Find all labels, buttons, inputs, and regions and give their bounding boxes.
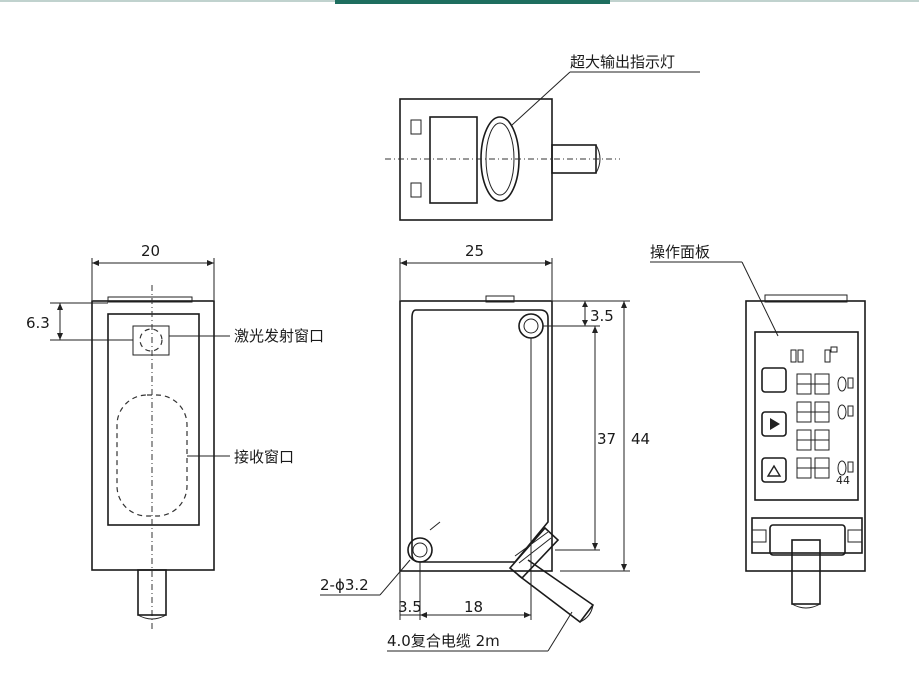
dim-total-height: 44 (631, 430, 650, 448)
dim-inner-height: 37 (597, 430, 616, 448)
dim-hole-x: 3.5 (398, 598, 422, 616)
dim-hole-spacing: 18 (464, 598, 483, 616)
label-holes: 2-ϕ3.2 (320, 576, 369, 594)
label-cable: 4.0复合电缆 2m (387, 632, 500, 650)
side-view (50, 258, 230, 630)
front-view (320, 258, 630, 652)
dim-side-offset: 6.3 (26, 314, 50, 332)
top-view (385, 71, 700, 221)
dim-top-offset: 3.5 (590, 307, 614, 325)
label-emit-window: 激光发射窗口 (234, 327, 324, 345)
dim-front-width: 25 (465, 242, 484, 260)
header-accent-bar (335, 0, 610, 4)
panel-display-value: 44 (836, 474, 850, 487)
panel-view (650, 261, 866, 609)
label-panel: 操作面板 (650, 243, 710, 261)
dim-side-width: 20 (141, 242, 160, 260)
label-indicator: 超大输出指示灯 (570, 53, 675, 71)
label-receive-window: 接收窗口 (234, 448, 294, 466)
